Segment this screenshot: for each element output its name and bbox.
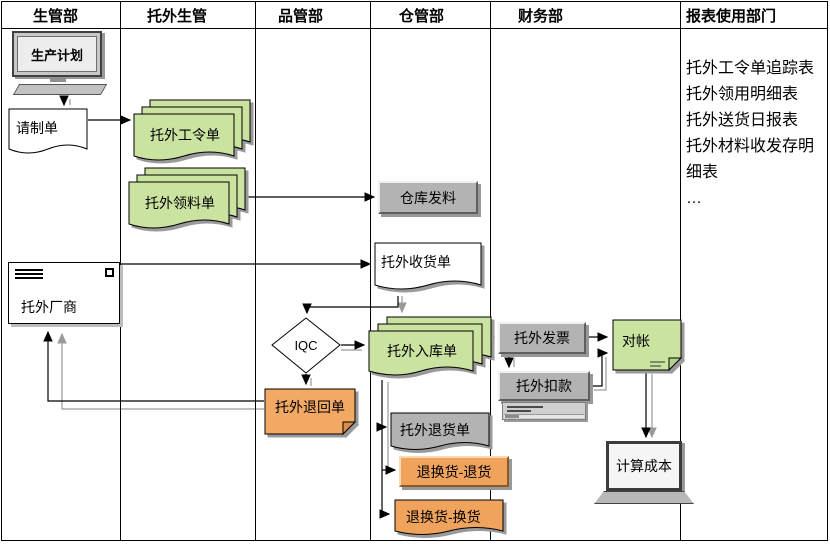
report-item: …: [686, 190, 702, 207]
work-order-label: 托外工令单: [150, 127, 220, 143]
keyboard-icon: [12, 84, 108, 95]
report-item: 托外领用明细表: [686, 86, 799, 103]
exchange-swap-label: 退换货-换货: [406, 509, 481, 525]
scrollbar: [504, 414, 584, 418]
report-item: 托外送货日报表: [686, 112, 799, 129]
header-divider: [1, 28, 828, 29]
node-request-form: 请制单: [8, 108, 88, 158]
menu-lines-icon: [15, 269, 43, 281]
lane-header-outsourcing-production: 托外生管: [147, 8, 208, 25]
text-line: [507, 410, 531, 412]
cost-calculation-label: 计算成本: [616, 458, 672, 474]
lane-header-quality: 品管部: [278, 8, 324, 25]
node-vendor: 托外厂商: [8, 262, 120, 324]
return-note-label: 托外退回单: [275, 399, 345, 415]
document-stack-shape: [128, 167, 246, 229]
deduction-detail-window: [502, 402, 586, 420]
lane-divider: [490, 1, 491, 541]
document-stack-shape: [368, 316, 492, 376]
request-form-label: 请制单: [16, 120, 58, 136]
decision-diamond-shape: [271, 317, 341, 374]
window-square-icon: [105, 268, 114, 277]
document-shape: [374, 242, 482, 290]
node-exchange-return: 退换货-退货: [399, 456, 509, 487]
node-cost-calculation: 计算成本: [594, 441, 694, 513]
lane-divider: [370, 1, 371, 541]
node-invoice: 托外发票: [498, 322, 586, 354]
node-inbound-note: 托外入库单: [368, 316, 492, 380]
report-item: 托外工令单追踪表: [686, 60, 815, 77]
node-deduction: 托外扣款: [498, 371, 590, 401]
node-work-order: 托外工令单: [133, 99, 251, 165]
folded-note-shape: [264, 388, 357, 436]
document-shape: [394, 499, 504, 535]
iqc-label: IQC: [294, 338, 318, 353]
warehouse-issue-label: 仓库发料: [400, 189, 456, 206]
document-shape: [8, 108, 88, 154]
node-iqc: IQC: [271, 317, 341, 374]
lane-header-warehouse: 仓管部: [399, 8, 445, 25]
exchange-return-label: 退换货-退货: [416, 463, 492, 480]
folded-note-shape: [612, 319, 683, 372]
lane-header-finance: 财务部: [518, 8, 564, 25]
table-border: [1, 1, 828, 541]
lane-divider: [120, 1, 121, 541]
invoice-label: 托外发票: [514, 330, 570, 346]
lane-divider: [680, 1, 681, 541]
production-plan-label: 生产计划: [30, 47, 83, 63]
report-item: 托外材料收发存明细表: [686, 138, 815, 181]
vendor-label: 托外厂商: [21, 299, 77, 315]
document-stack-shape: [133, 99, 251, 161]
node-return-goods: 托外退货单: [390, 412, 490, 454]
node-exchange-swap: 退换货-换货: [394, 499, 504, 539]
lane-header-production-control: 生管部: [33, 8, 79, 25]
report-list: 托外工令单追踪表 托外领用明细表 托外送货日报表 托外材料收发存明细表 …: [686, 56, 826, 212]
node-warehouse-issue: 仓库发料: [378, 181, 478, 214]
laptop-base: [594, 491, 694, 504]
monitor-stand: [50, 77, 66, 82]
node-reconciliation: 对帐: [612, 319, 683, 372]
lane-divider: [255, 1, 256, 541]
inbound-note-label: 托外入库单: [387, 343, 457, 359]
lane-header-report-users: 报表使用部门: [686, 8, 777, 25]
document-shape: [390, 412, 490, 450]
node-return-note: 托外退回单: [264, 388, 357, 436]
reconciliation-label: 对帐: [622, 333, 650, 349]
text-line: [507, 406, 543, 408]
node-production-plan: 生产计划: [10, 31, 110, 99]
material-requisition-label: 托外领料单: [145, 195, 215, 211]
return-goods-label: 托外退货单: [400, 422, 470, 438]
deduction-label: 托外扣款: [516, 378, 572, 394]
receiving-note-label: 托外收货单: [381, 254, 451, 270]
node-material-requisition: 托外领料单: [128, 167, 246, 233]
monitor-screen: 生产计划: [17, 36, 97, 72]
scrollbar-thumb: [505, 415, 519, 418]
laptop-screen: 计算成本: [606, 441, 682, 491]
computer-monitor-icon: 生产计划: [12, 31, 102, 77]
node-receiving-note: 托外收货单: [374, 242, 482, 294]
